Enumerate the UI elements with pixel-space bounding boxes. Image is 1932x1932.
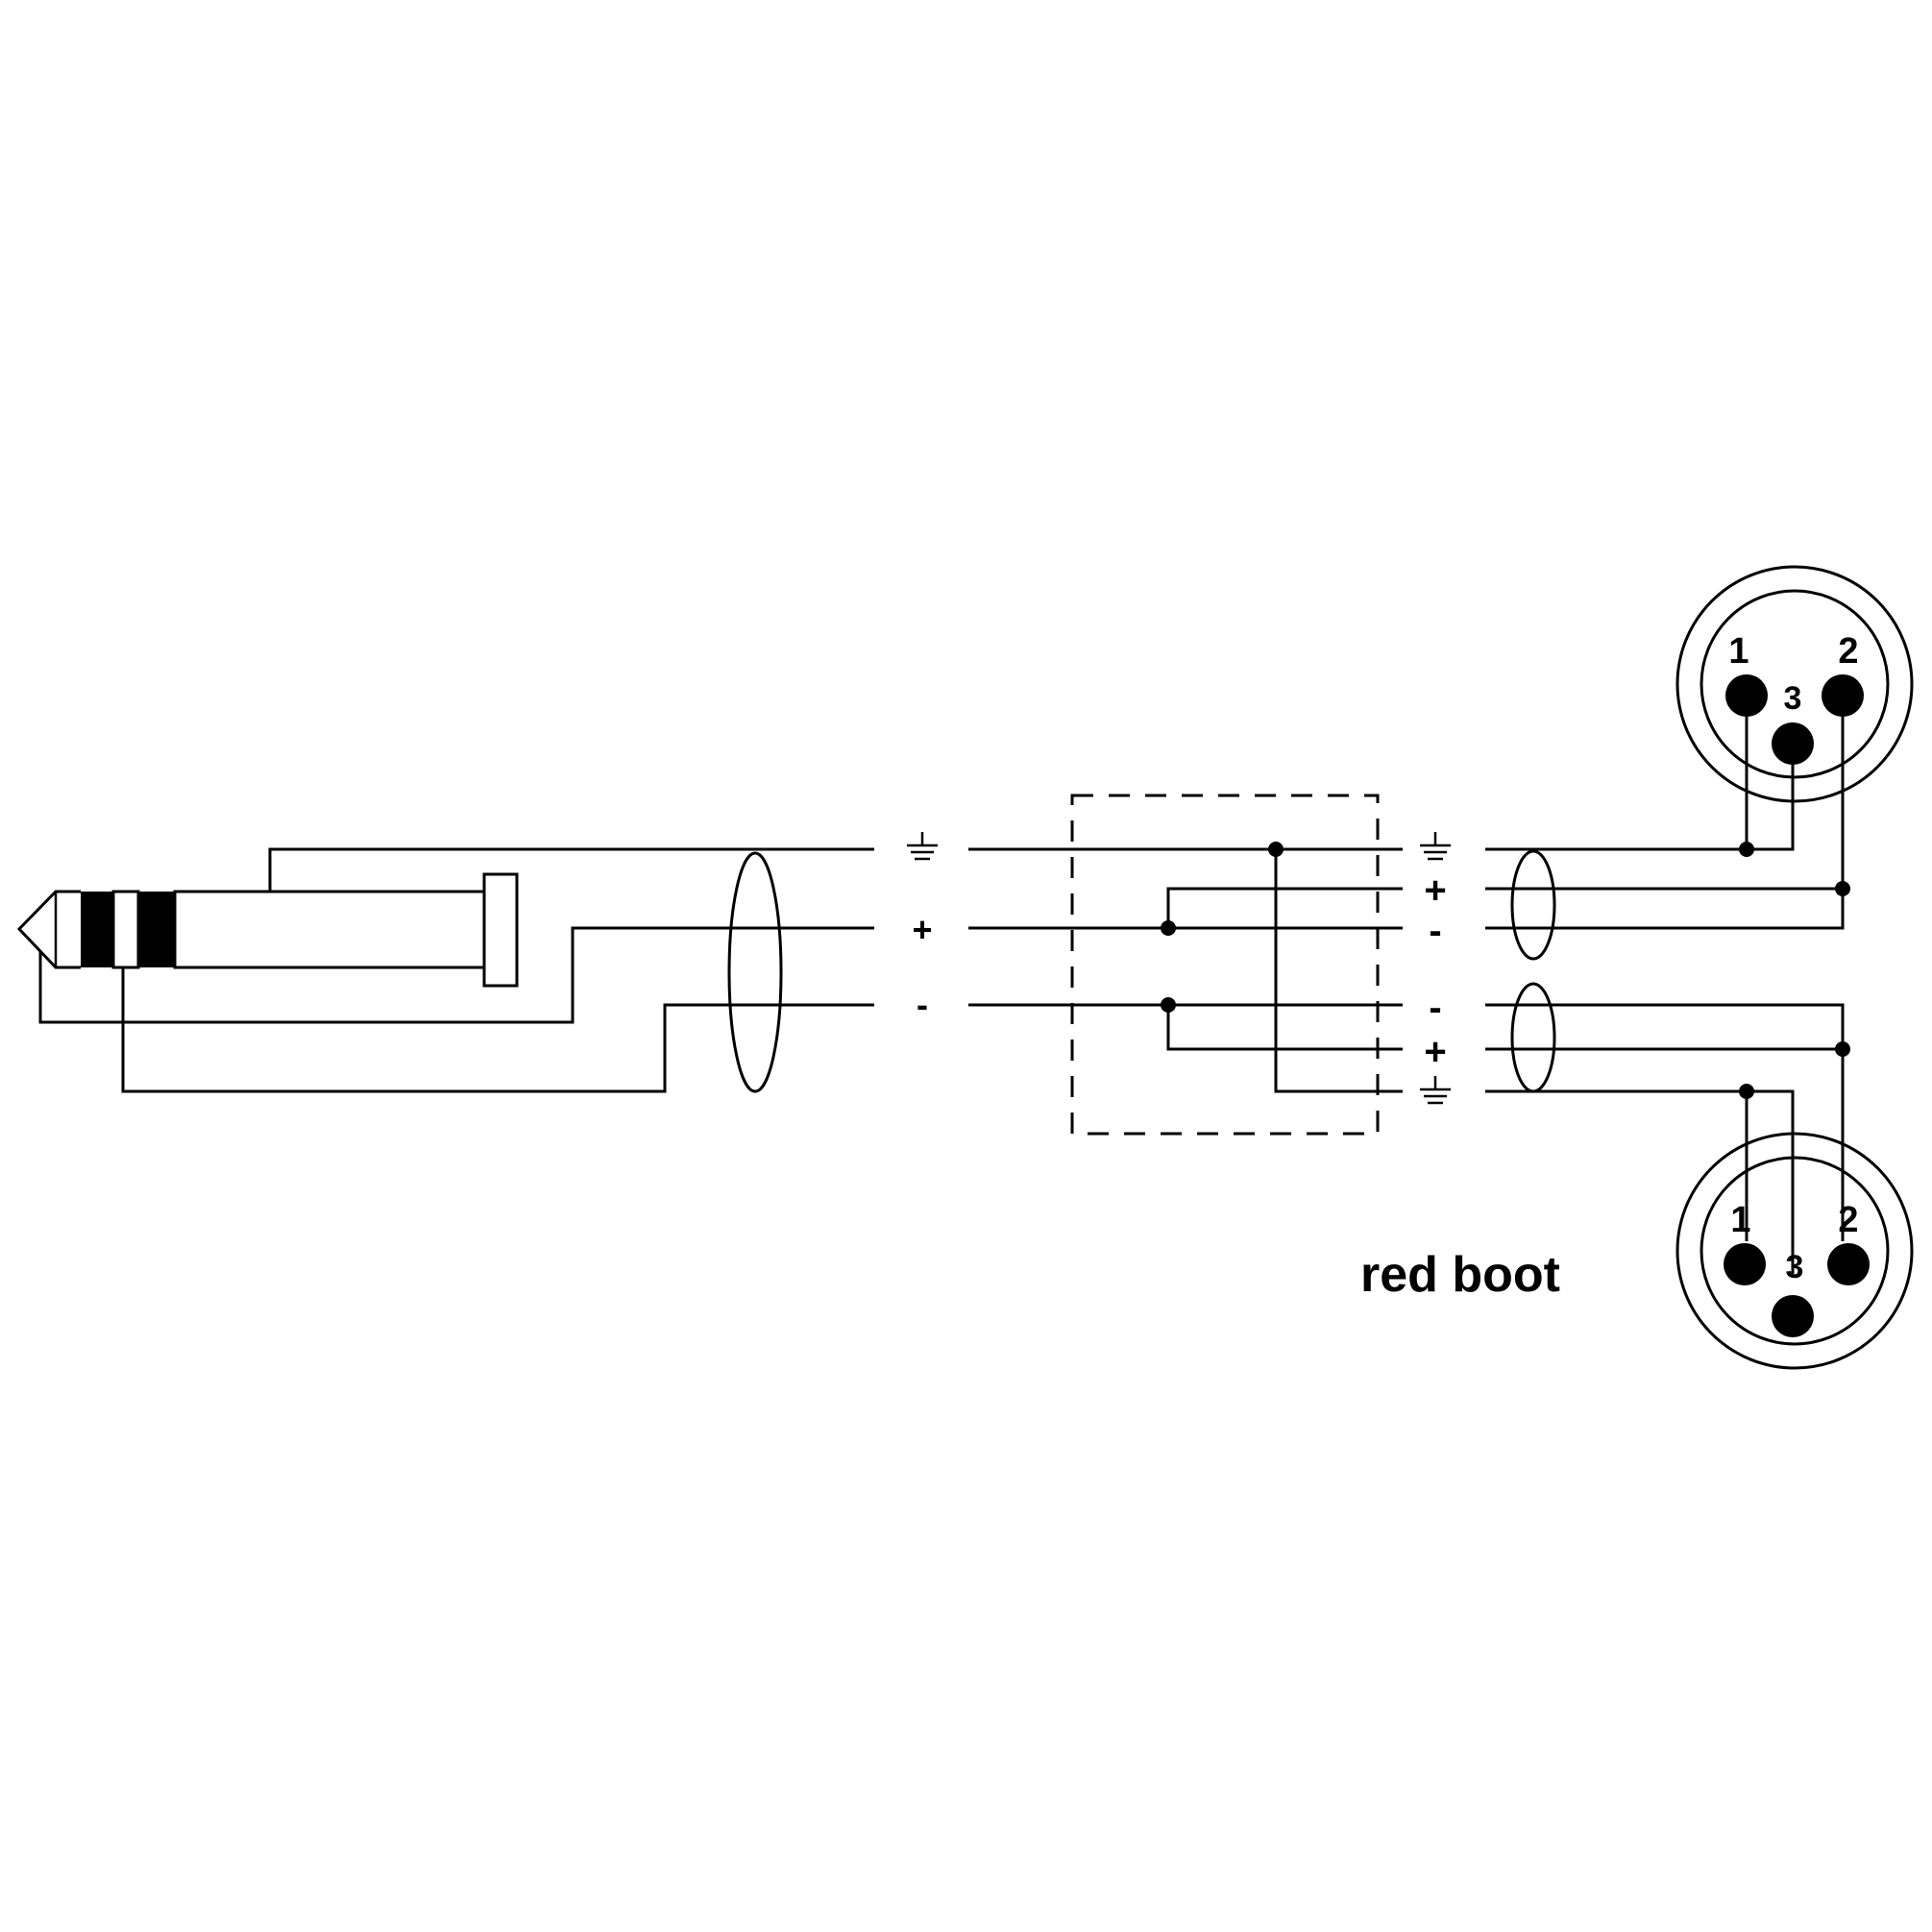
wire-split-ground-to-bottom [1274, 849, 1403, 1093]
wire-bottom-pin3-to-ground [1747, 1089, 1795, 1274]
left-ground-symbol [907, 832, 938, 861]
xlr-connector-top: 1 2 3 [1675, 565, 1914, 803]
xlr-top-inner-ring [1700, 589, 1890, 779]
xlr-bottom-pin2 [1827, 1243, 1870, 1285]
xlr-bottom-pin1-label: 1 [1730, 1200, 1750, 1240]
junction-top-pin2 [1835, 881, 1850, 896]
junction-ground [1268, 842, 1284, 857]
wire-bottom-plus-to-pin2 [1485, 1047, 1845, 1241]
xlr-bottom-inner-ring [1700, 1156, 1890, 1346]
right-top-plus-label: + [1424, 869, 1446, 912]
xlr-top-pin3 [1772, 722, 1814, 765]
red-boot-label: red boot [1360, 1247, 1560, 1303]
wire-top-ground-to-pin1 [1485, 684, 1749, 851]
wire-jack-ring-minus [121, 967, 874, 1093]
wire-top-pin3-to-ground [1747, 746, 1795, 851]
xlr-bottom-pin3-label: 3 [1786, 1249, 1804, 1285]
cable-shield-bottom-right [1510, 982, 1556, 1093]
junction-bottom-pin2 [1835, 1041, 1850, 1057]
xlr-top-pin1-label: 1 [1728, 631, 1749, 672]
wire-jack-tip-plus [38, 926, 874, 1024]
xlr-bottom-pin3 [1772, 1295, 1814, 1337]
wire-jack-sleeve-ground [268, 847, 874, 892]
jack-ring-band-1 [81, 892, 113, 967]
xlr-bottom-outer-ring [1675, 1132, 1914, 1370]
junction-top-pin1 [1739, 842, 1754, 857]
right-top-minus-label: - [1429, 910, 1441, 952]
cable-shield-top-right [1510, 849, 1556, 961]
jack-ring-insulator [111, 890, 140, 969]
wire-split-plus-to-top [1166, 887, 1403, 928]
xlr-bottom-pin1 [1724, 1243, 1766, 1285]
xlr-top-outer-ring [1675, 565, 1914, 803]
right-bottom-minus-label: - [1429, 987, 1441, 1029]
wire-split-minus-to-bottom [1166, 1005, 1403, 1051]
wire-top-plus-to-pin2 [1485, 692, 1845, 891]
cable-shield-left [727, 851, 783, 1093]
junction-minus [1161, 997, 1176, 1013]
left-minus-label: - [917, 985, 928, 1024]
right-top-ground-symbol [1420, 832, 1451, 861]
junction-bottom-pin1 [1739, 1084, 1754, 1099]
xlr-connector-bottom: 1 2 3 [1675, 1132, 1914, 1370]
junction-plus [1161, 920, 1176, 936]
splitter-box [1070, 794, 1380, 1136]
wire-bottom-minus [1485, 1003, 1845, 1049]
trs-jack-plug [16, 872, 519, 988]
xlr-top-pin2 [1822, 674, 1864, 717]
right-bottom-plus-label: + [1424, 1031, 1446, 1073]
jack-tip [16, 890, 81, 969]
xlr-top-pin1 [1725, 674, 1768, 717]
xlr-bottom-pin2-label: 2 [1838, 1200, 1858, 1240]
right-bottom-ground-symbol [1420, 1076, 1451, 1105]
xlr-top-pin2-label: 2 [1838, 631, 1858, 672]
jack-handle-collar [482, 872, 519, 988]
xlr-top-pin3-label: 3 [1784, 680, 1802, 717]
left-plus-label: + [912, 910, 932, 949]
jack-sleeve [173, 890, 486, 969]
jack-ring-band-2 [138, 892, 175, 967]
wire-top-minus [1485, 889, 1845, 930]
